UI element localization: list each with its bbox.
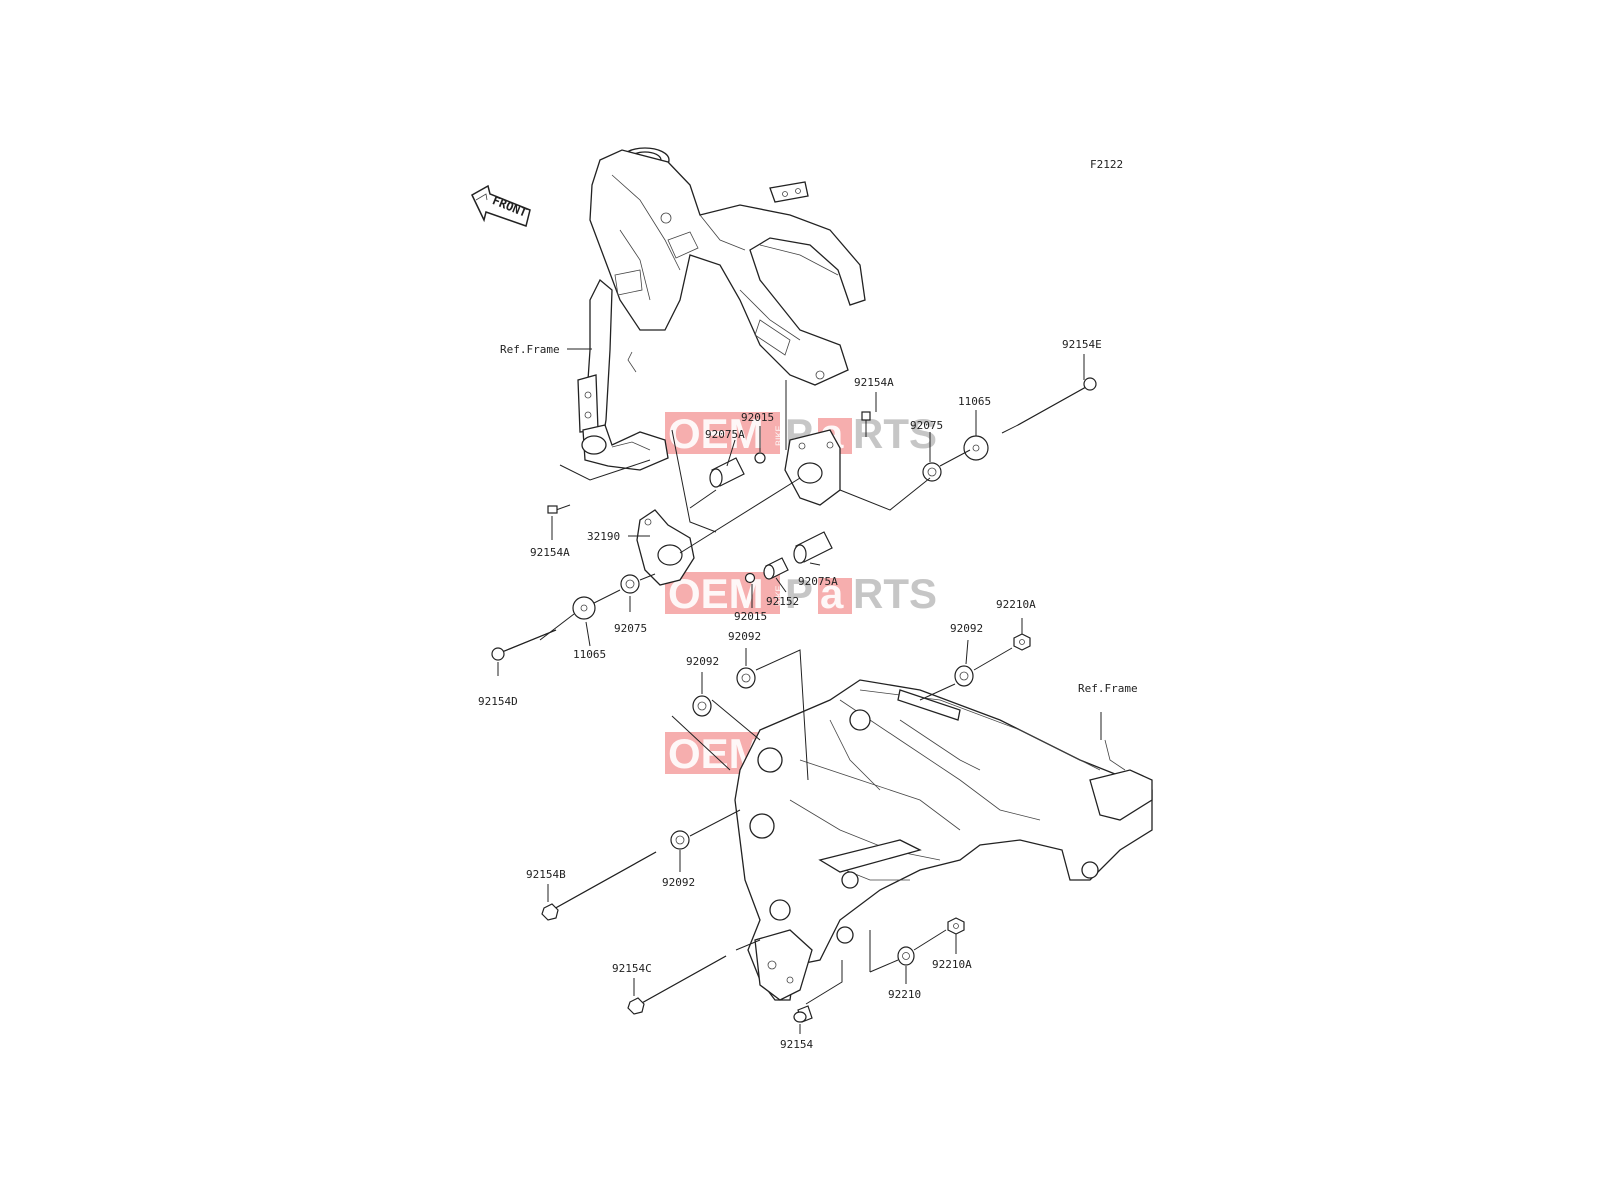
lower-frame-drawing <box>734 679 1153 1001</box>
callout-92075-top[interactable]: 92075 <box>910 419 943 432</box>
damper-92092-left-icon <box>692 695 712 717</box>
upper-frame-drawing <box>577 147 866 471</box>
bolt-92154B-icon <box>541 851 657 921</box>
callout-92210A-low[interactable]: 92210A <box>932 958 972 971</box>
callout-92075A-mid[interactable]: 92075A <box>798 575 838 588</box>
bolt-92154C-icon <box>627 955 727 1015</box>
callout-92015-top[interactable]: 92015 <box>741 411 774 424</box>
callout-92210[interactable]: 92210 <box>888 988 921 1001</box>
washer-11065-left-icon <box>572 596 596 620</box>
damper-92092-mid-icon <box>736 667 756 689</box>
watermark-mid: OEM BIKE P a RTS <box>665 570 937 617</box>
svg-text:RTS: RTS <box>853 570 937 617</box>
callout-92154[interactable]: 92154 <box>780 1038 813 1051</box>
spacer-92075-upper-icon <box>922 462 942 482</box>
nut-92015-mid-icon <box>744 572 756 584</box>
damper-92210-icon <box>897 946 915 966</box>
bolt-92154-icon <box>793 1005 813 1023</box>
bolt-92154A-top-icon <box>861 411 871 437</box>
svg-text:P: P <box>785 570 813 617</box>
callout-92075A-top[interactable]: 92075A <box>705 428 745 441</box>
callout-92154A-top[interactable]: 92154A <box>854 376 894 389</box>
callout-92154E[interactable]: 92154E <box>1062 338 1102 351</box>
callout-92154D[interactable]: 92154D <box>478 695 518 708</box>
svg-text:BIKE: BIKE <box>774 425 784 446</box>
damper-upper-icon <box>797 462 823 484</box>
bolt-92154A-left-icon <box>547 504 571 514</box>
callout-92154A-left[interactable]: 92154A <box>530 546 570 559</box>
washer-11065-upper-icon <box>963 435 989 461</box>
callout-11065-left[interactable]: 11065 <box>573 648 606 661</box>
mount-axis-line <box>679 477 801 554</box>
ref-frame-label-lower: Ref.Frame <box>1078 682 1138 695</box>
callout-92092-left[interactable]: 92092 <box>686 655 719 668</box>
callout-92092-mid[interactable]: 92092 <box>728 630 761 643</box>
ref-frame-label-upper: Ref.Frame <box>500 343 560 356</box>
callout-92075-left[interactable]: 92075 <box>614 622 647 635</box>
collar-92075A-mid-icon <box>793 531 833 564</box>
callout-32190[interactable]: 32190 <box>587 530 620 543</box>
svg-text:a: a <box>820 570 844 617</box>
callout-92092-right[interactable]: 92092 <box>950 622 983 635</box>
callout-92152[interactable]: 92152 <box>766 595 799 608</box>
svg-text:OEM: OEM <box>668 410 764 457</box>
diagram-code: F2122 <box>1090 158 1123 171</box>
spacer-92152-icon <box>763 557 789 580</box>
damper-92092-low-icon <box>670 830 690 850</box>
callout-11065-top[interactable]: 11065 <box>958 395 991 408</box>
leader-lines <box>497 348 1102 1034</box>
nut-92015-upper-icon <box>754 452 766 464</box>
callout-92154B[interactable]: 92154B <box>526 868 566 881</box>
callout-92154C[interactable]: 92154C <box>612 962 652 975</box>
nut-92210A-top-icon <box>1013 633 1031 651</box>
bolt-92154E-icon <box>1017 377 1097 426</box>
bolt-92154D-icon <box>491 629 557 661</box>
callout-92015-mid[interactable]: 92015 <box>734 610 767 623</box>
damper-lower-icon <box>657 544 683 566</box>
spacer-92075-left-icon <box>620 574 640 594</box>
callout-92210A-top[interactable]: 92210A <box>996 598 1036 611</box>
callout-92092-low[interactable]: 92092 <box>662 876 695 889</box>
damper-92092-right-icon <box>954 665 974 687</box>
nut-92210A-low-icon <box>947 917 965 935</box>
front-arrow-icon: FRONT <box>471 184 531 227</box>
svg-text:BIKE: BIKE <box>774 585 784 606</box>
collar-92075A-upper-icon <box>709 457 745 488</box>
